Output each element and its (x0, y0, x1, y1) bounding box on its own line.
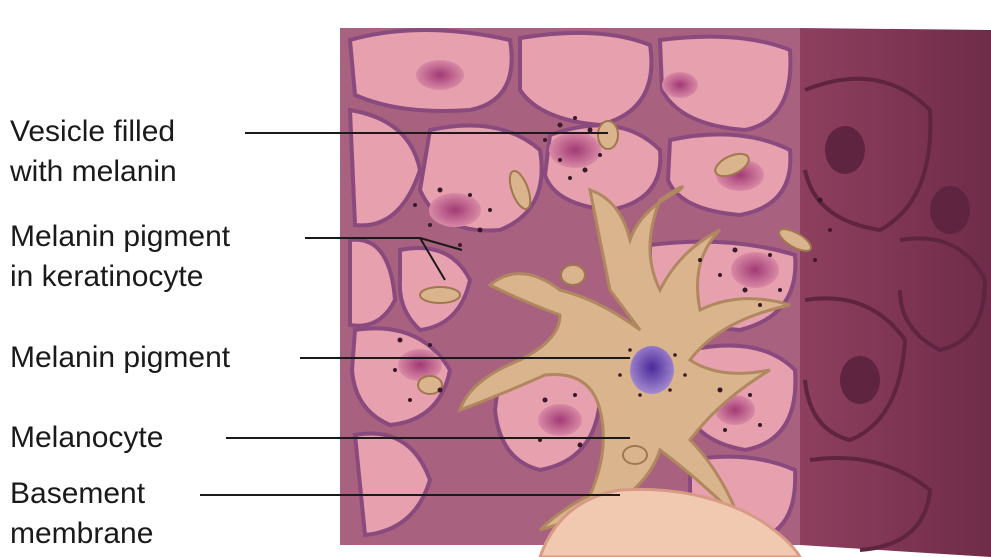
label-vesicle-line-1: Vesicle filled (10, 112, 177, 152)
label-melanin-pigment-line-1: Melanin pigment (10, 338, 230, 378)
melanocyte-nucleus (630, 346, 674, 394)
label-keratinocyte-pigment-line-2: in keratinocyte (10, 257, 230, 297)
label-melanocyte: Melanocyte (10, 418, 163, 458)
label-basement-membrane: Basement membrane (10, 474, 153, 554)
label-keratinocyte-pigment-line-1: Melanin pigment (10, 217, 230, 257)
label-vesicle-line-2: with melanin (10, 152, 177, 192)
label-melanin-pigment: Melanin pigment (10, 338, 230, 378)
label-keratinocyte-pigment: Melanin pigment in keratinocyte (10, 217, 230, 297)
tissue-side-face (800, 28, 991, 557)
label-vesicle: Vesicle filled with melanin (10, 112, 177, 192)
label-basement-membrane-line-1: Basement (10, 474, 153, 514)
label-basement-membrane-line-2: membrane (10, 514, 153, 554)
label-melanocyte-line-1: Melanocyte (10, 418, 163, 458)
